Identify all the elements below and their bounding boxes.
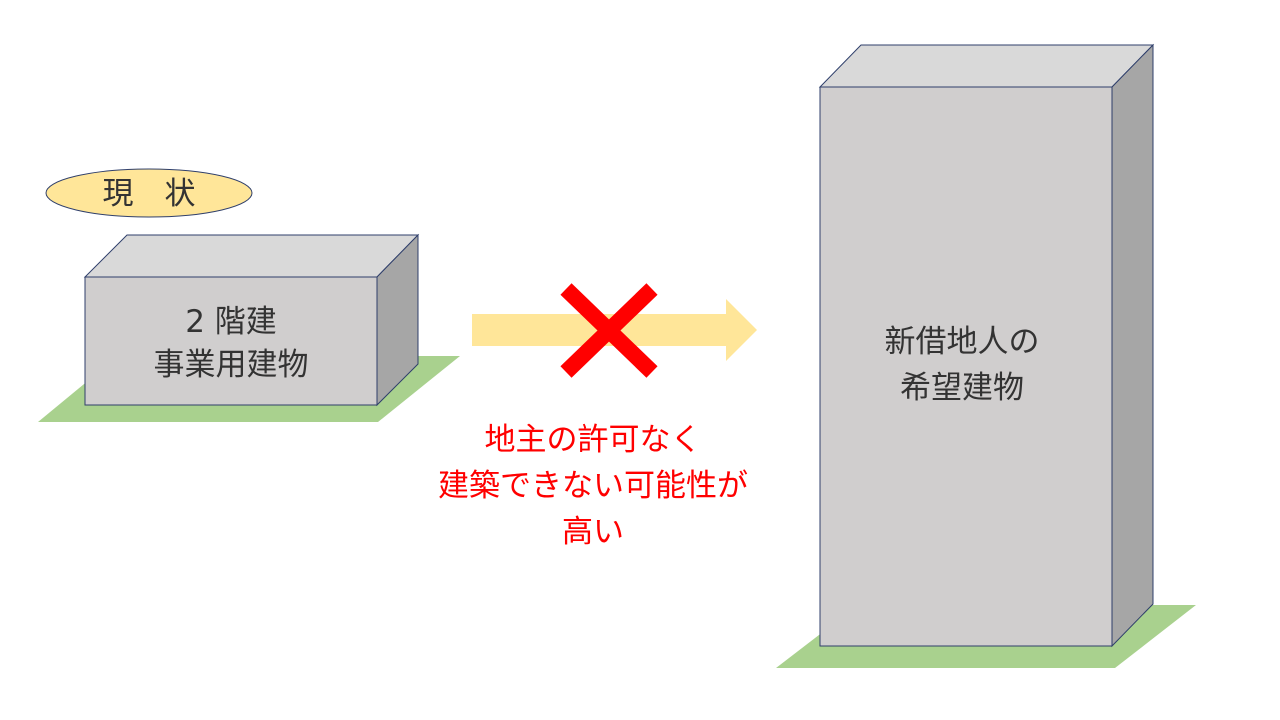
desired-building-label-line2: 希望建物	[900, 370, 1024, 406]
current-building-label-line1: 2 階建	[185, 304, 277, 340]
desired-building-top	[818, 44, 1155, 88]
desired-building-front	[819, 86, 1113, 647]
warning-text-line2: 建築できない可能性が	[438, 468, 748, 504]
status-badge	[45, 168, 253, 218]
current-building-front	[84, 276, 378, 406]
desired-building-side	[1111, 43, 1154, 648]
desired-building-label-line1: 新借地人の	[885, 324, 1040, 360]
desired-building-box	[818, 43, 1155, 648]
current-building-box	[83, 233, 420, 407]
prohibited-cross-icon	[560, 283, 658, 378]
warning-text-line1: 地主の許可なく	[485, 422, 702, 458]
status-badge-label: 現 状	[103, 176, 196, 212]
current-building-top	[83, 234, 420, 278]
current-building-label-line2: 事業用建物	[154, 347, 309, 383]
warning-text-line3: 高い	[562, 514, 624, 550]
